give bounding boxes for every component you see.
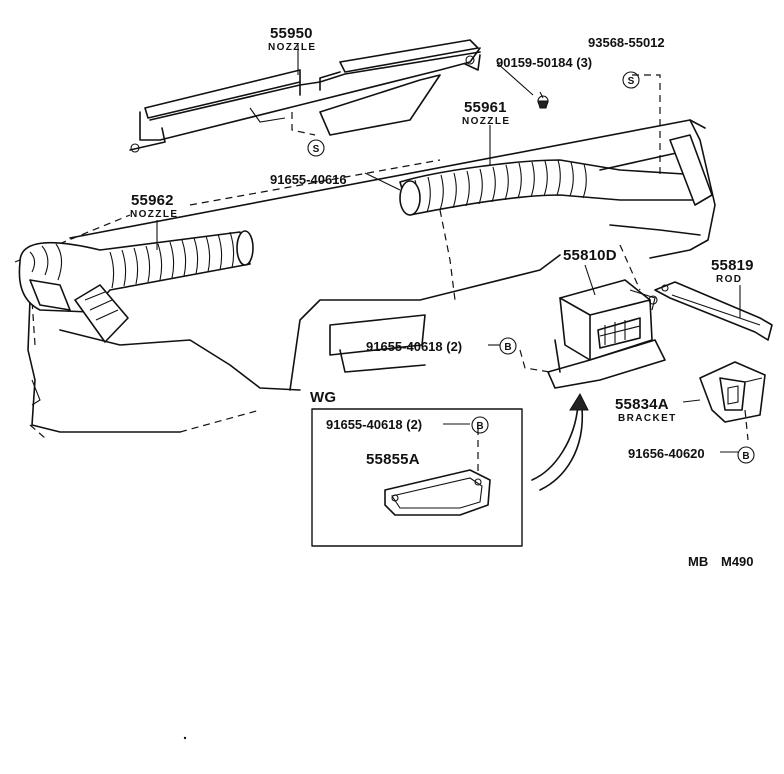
part-number-55819: 55819 [711, 257, 754, 274]
symbol-b-label: B [742, 451, 749, 462]
symbol-b-91655-40618-a: B [499, 337, 517, 355]
part-number-55810D: 55810D [563, 247, 617, 264]
inset-arrow [531, 392, 589, 491]
duct-55961 [399, 134, 713, 216]
part-number-91656: 91656-40620 [628, 446, 705, 461]
footer-code-left: MB [688, 554, 708, 569]
footer-code-right: M490 [721, 554, 754, 569]
symbol-b-91656: B [737, 446, 755, 464]
symbol-b-91655-40618-b: B [471, 416, 489, 434]
part-number-93568: 93568-55012 [588, 35, 665, 50]
symbol-b-label: B [476, 421, 483, 432]
part-name-55834A: BRACKET [618, 413, 677, 424]
part-name-55962: NOZZLE [130, 209, 178, 220]
inset-label: WG [310, 389, 336, 406]
part-number-55950: 55950 [270, 25, 313, 42]
symbol-s-93568: S [622, 71, 640, 89]
part-number-91655-40618-a: 91655-40618 (2) [366, 339, 462, 354]
stray-dot [183, 736, 187, 740]
symbol-s-91655-40616: S [307, 139, 325, 157]
rod-55819 [654, 281, 773, 341]
part-name-55950: NOZZLE [268, 42, 316, 53]
dashboard-panel [14, 119, 716, 439]
part-number-55834A: 55834A [615, 396, 669, 413]
symbol-s-label: S [313, 144, 320, 155]
part-name-55819: ROD [716, 274, 742, 285]
nozzle-55950 [129, 39, 481, 153]
part-number-90159: 90159-50184 (3) [496, 55, 592, 70]
part-number-91655-40618-b: 91655-40618 (2) [326, 417, 422, 432]
duct-55962 [18, 230, 254, 343]
inset-wg [311, 408, 523, 547]
part-number-55855A: 55855A [366, 451, 420, 468]
bracket-55834A [699, 361, 766, 441]
assembly-55810D [519, 279, 666, 389]
symbol-s-label: S [628, 76, 635, 87]
part-number-91655-40616: 91655-40616 [270, 172, 347, 187]
part-name-55961: NOZZLE [462, 116, 510, 127]
part-number-55961: 55961 [464, 99, 507, 116]
symbol-s-screw-90159 [537, 95, 549, 109]
symbol-b-label: B [504, 342, 511, 353]
part-number-55962: 55962 [131, 192, 174, 209]
leader-lines [156, 45, 741, 453]
